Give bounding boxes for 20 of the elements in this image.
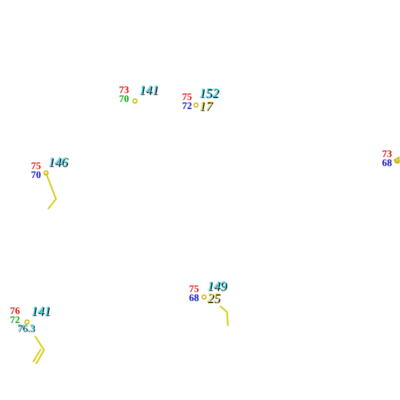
dewpoint-value: 68 <box>189 294 199 304</box>
temperature-value: 75 <box>182 93 192 103</box>
pressure-value: 141 <box>31 304 50 317</box>
dewpoint-value: 70 <box>119 95 129 105</box>
dewpoint-value: 72 <box>182 102 192 112</box>
station-value: 76.3 <box>17 324 34 334</box>
temperature-value: 75 <box>189 285 199 295</box>
dewpoint-value: 68 <box>382 159 392 169</box>
visibility-value: 17 <box>199 99 212 112</box>
temperature-value: 75 <box>31 162 41 172</box>
pressure-value: 149 <box>207 279 226 292</box>
temperature-value: 73 <box>119 86 129 96</box>
visibility-value: 25 <box>207 291 220 304</box>
pressure-value: 146 <box>48 155 68 168</box>
dewpoint-value: 72 <box>10 316 20 326</box>
temperature-value: 73 <box>382 150 392 160</box>
temperature-value: 76 <box>10 307 20 317</box>
dewpoint-value: 70 <box>31 171 41 181</box>
pressure-value: 141 <box>139 83 158 96</box>
pressure-value: 152 <box>199 86 218 99</box>
